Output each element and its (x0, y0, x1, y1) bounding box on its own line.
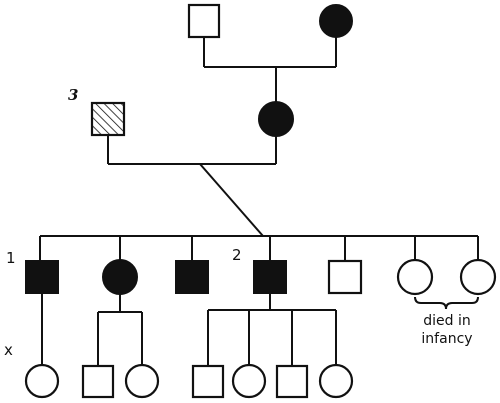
gen1-mating-line (203, 37, 337, 102)
gen4-male-2 (191, 364, 225, 399)
gen3-male-affected-1 (25, 260, 59, 294)
gen1-female-affected (319, 4, 353, 38)
gen3-2-sibship (207, 293, 337, 366)
gen4-male-3 (275, 364, 309, 399)
gen3-sibship-line (39, 235, 479, 260)
generation-4: x (4, 341, 354, 399)
gen2-male-hatched (90, 101, 126, 137)
gen3-male-unaffected (327, 259, 363, 295)
gen3-female-sibship (97, 294, 143, 366)
generation-x-label: x (4, 341, 13, 359)
gen3-female-affected (102, 259, 138, 295)
generation-1 (187, 3, 353, 102)
note-died-in: died in (423, 313, 471, 329)
gen2-mating-line (107, 135, 277, 165)
gen4-female-1 (24, 363, 60, 399)
gen4-female-3 (231, 363, 267, 399)
gen3-male-affected (175, 260, 209, 294)
gen4-female-4 (318, 363, 354, 399)
individual-1-label: 1 (6, 249, 16, 267)
infancy-brace (414, 296, 479, 310)
gen4-female-2 (124, 363, 160, 399)
gen3-female-died-in-infancy-2 (459, 258, 497, 296)
note-infancy: infancy (421, 331, 472, 347)
gen1-male-unaffected (187, 3, 221, 39)
gen4-male-1 (81, 364, 115, 399)
gen3-male-affected-2 (253, 260, 287, 294)
individual-2-label: 2 (232, 246, 242, 264)
gen3-female-died-in-infancy-1 (396, 258, 434, 296)
individual-3-label: 3 (68, 86, 78, 104)
gen2-descent-line (199, 163, 264, 237)
generation-2: 3 (68, 86, 294, 237)
generation-3: 1 2 died in infancy (6, 246, 497, 347)
gen2-female-affected (258, 101, 294, 137)
